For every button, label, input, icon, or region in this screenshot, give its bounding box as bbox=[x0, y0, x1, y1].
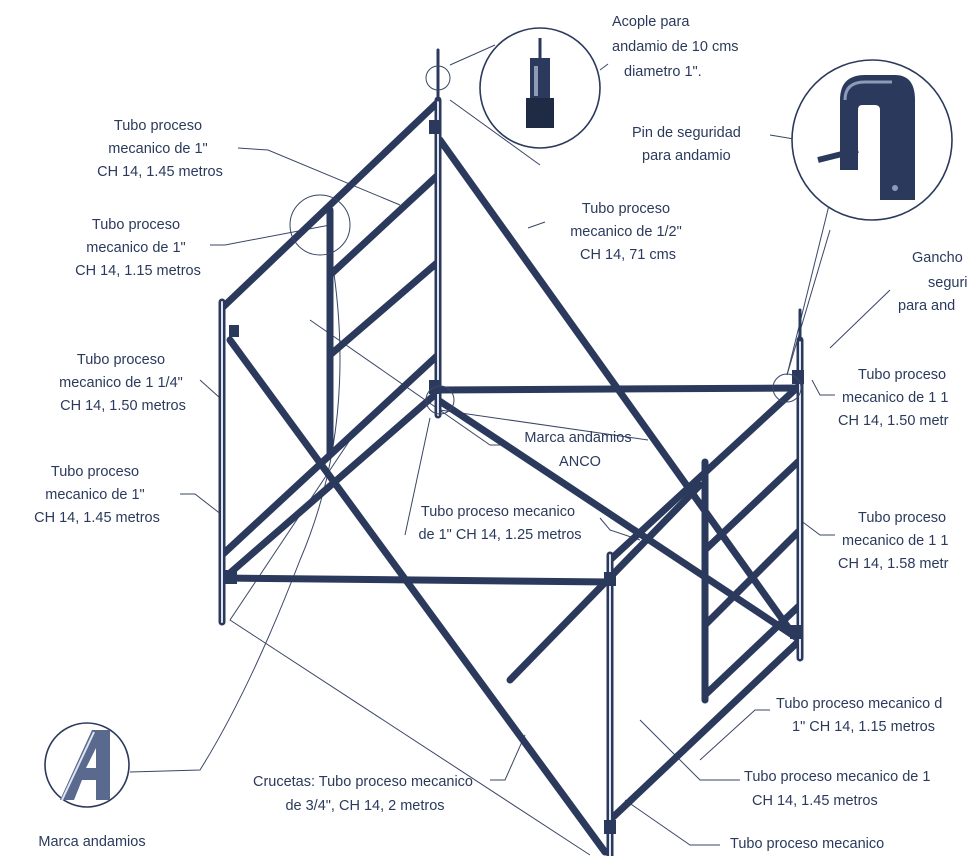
clamp bbox=[229, 325, 239, 337]
clamp bbox=[429, 120, 439, 134]
cross-brace-1 bbox=[226, 336, 609, 856]
clamp bbox=[604, 572, 616, 586]
right-bottom-rail bbox=[606, 636, 804, 824]
label-acople: Acople para andamio de 10 cms diametro 1… bbox=[612, 14, 743, 80]
label-tubo-right-low: Tubo proceso mecanico de 1 CH 14, 1.45 m… bbox=[744, 769, 935, 809]
right-rung-3 bbox=[701, 601, 804, 699]
rung-1 bbox=[326, 171, 442, 279]
label-tubo-right-ladder: Tubo proceso mecanico d 1" CH 14, 1.15 m… bbox=[776, 696, 946, 735]
detail-marker bbox=[772, 373, 802, 403]
clamp bbox=[792, 370, 804, 384]
safety-hook-icon bbox=[817, 75, 915, 200]
clamp bbox=[790, 625, 802, 639]
label-tubo-bottom: Tubo proceso mecanico bbox=[730, 836, 884, 852]
coupler-callout bbox=[479, 27, 601, 149]
left-bottom-rail bbox=[218, 388, 442, 584]
label-tubo-post-right-top: Tubo proceso mecanico de 1 1 CH 14, 1.50… bbox=[838, 367, 952, 429]
detail-marker bbox=[425, 65, 451, 91]
label-tubo-left-mid: Tubo proceso mecanico de 1" CH 14, 1.45 … bbox=[34, 464, 160, 526]
labels: Acople para andamio de 10 cms diametro 1… bbox=[34, 14, 968, 852]
label-pin: Pin de seguridad para andamio bbox=[632, 125, 745, 164]
label-gancho: Gancho segurid para and bbox=[898, 250, 968, 314]
front-crossbar bbox=[218, 574, 614, 586]
rung-3 bbox=[218, 351, 442, 559]
left-top-rail bbox=[218, 98, 442, 312]
rung-2 bbox=[326, 258, 442, 359]
right-rung-2 bbox=[701, 526, 804, 629]
detail-marker bbox=[289, 194, 351, 256]
cross-brace-2 bbox=[434, 396, 804, 644]
label-tubo-top-left: Tubo proceso mecanico de 1" CH 14, 1.45 … bbox=[97, 118, 223, 180]
label-tubo-center: Tubo proceso mecanico de 1" CH 14, 1.25 … bbox=[418, 504, 581, 543]
safety-hook-callout bbox=[791, 59, 953, 221]
diagonal-brace-back bbox=[436, 136, 794, 634]
label-tubo-right-mid: Tubo proceso mecanico de 1 1 CH 14, 1.58… bbox=[838, 510, 952, 572]
anco-logo-callout bbox=[44, 722, 130, 808]
clamp bbox=[225, 570, 237, 584]
anco-logo-icon bbox=[60, 730, 110, 801]
label-marca-bottom: Marca andamios bbox=[38, 834, 145, 850]
right-rung-1 bbox=[701, 456, 804, 554]
scaffold-structure bbox=[218, 48, 804, 856]
label-tubo-diag-top: Tubo proceso mecanico de 1/2" CH 14, 71 … bbox=[570, 201, 686, 263]
label-tubo-post-left: Tubo proceso mecanico de 1 1/4" CH 14, 1… bbox=[59, 352, 187, 414]
detail-marker bbox=[425, 385, 455, 415]
label-marca-center: Marca andamios ANCO bbox=[524, 430, 635, 470]
clamp bbox=[604, 820, 616, 834]
label-tubo-ladder: Tubo proceso mecanico de 1" CH 14, 1.15 … bbox=[75, 217, 201, 279]
label-crucetas: Crucetas: Tubo proceso mecanico de 3/4",… bbox=[253, 774, 477, 814]
coupler-icon bbox=[526, 38, 554, 128]
